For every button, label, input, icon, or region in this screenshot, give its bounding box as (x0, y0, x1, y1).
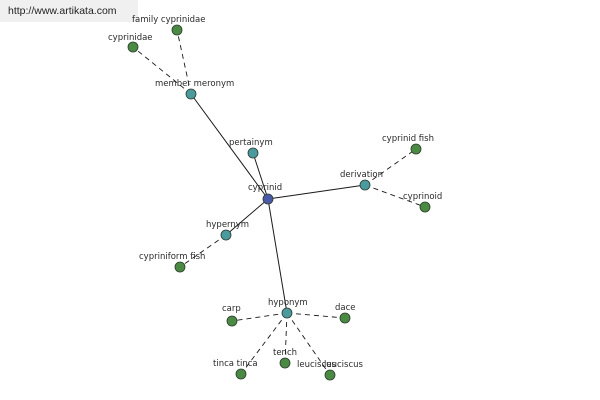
leaf-label-tinca-tinca: tinca tinca (213, 359, 258, 369)
leaf-node-carp[interactable] (226, 315, 238, 327)
edge-root-hypernym (225, 198, 269, 236)
root-label-cyprinid: cyprinid (248, 183, 282, 193)
leaf-node-cyprinid-fish[interactable] (410, 143, 422, 155)
edge-hyponym-dace (286, 312, 346, 319)
relation-label-hypernym: hypernym (206, 220, 249, 230)
relation-label-derivation: derivation (340, 170, 383, 180)
edge-hypernym-cypriniform-fish (179, 234, 227, 268)
edge-hyponym-tinca-tinca (240, 312, 288, 375)
edge-root-hyponym (267, 198, 288, 314)
leaf-node-cyprinoid[interactable] (419, 201, 431, 213)
leaf-label-cyprinoid: cyprinoid (403, 192, 442, 202)
watermark-url: http://www.artikata.com (0, 0, 138, 22)
relation-node-pertainym[interactable] (247, 147, 259, 159)
root-node-cyprinid[interactable] (262, 193, 274, 205)
edge-hyponym-carp (231, 312, 288, 322)
leaf-node-family-cyprinidae[interactable] (171, 24, 183, 36)
leaf-label-tench: tench (273, 348, 297, 358)
leaf-label-cyprinid-fish: cyprinid fish (382, 134, 434, 144)
leaf-label-dace: dace (335, 303, 356, 313)
edge-root-derivation (267, 184, 366, 200)
leaf-label-cypriniform-fish: cypriniform fish (139, 252, 205, 262)
edge-member-meronym-cyprinidae (132, 46, 192, 95)
leaf-label-carp: carp (222, 304, 241, 314)
edge-root-pertainym (252, 152, 269, 200)
relation-label-hyponym: hyponym (268, 298, 308, 308)
leaf-node-cyprinidae[interactable] (127, 41, 139, 53)
edge-derivation-cyprinoid (364, 184, 426, 208)
edge-member-meronym-family-cyprinidae (176, 29, 192, 95)
leaf-label-leuciscus: leuciscus (324, 360, 364, 370)
relation-node-hyponym[interactable] (281, 307, 293, 319)
relation-node-derivation[interactable] (359, 179, 371, 191)
leaf-node-dace[interactable] (339, 312, 351, 324)
graph-edges (132, 29, 426, 376)
relation-node-member-meronym[interactable] (185, 88, 197, 100)
leaf-node-tinca-tinca[interactable] (235, 368, 247, 380)
edge-hyponym-leuciscus (286, 312, 331, 376)
edge-derivation-cyprinid-fish (364, 148, 417, 186)
leaf-node-cypriniform-fish[interactable] (174, 261, 186, 273)
relation-label-member-meronym: member meronym (155, 79, 234, 89)
edge-root-member-meronym (190, 93, 269, 200)
leaf-label-leuciscus: leuciscus (297, 360, 337, 370)
leaf-node-leuciscus[interactable] (324, 369, 336, 381)
leaf-node-tench[interactable] (279, 357, 291, 369)
relation-label-pertainym: pertainym (229, 138, 273, 148)
graph-nodes: cyprinidae family cyprinidae cyprinid fish… (108, 15, 442, 381)
leaf-label-cyprinidae: cyprinidae (108, 33, 153, 43)
relation-node-hypernym[interactable] (220, 229, 232, 241)
leaf-label-family-cyprinidae: family cyprinidae (132, 15, 205, 25)
